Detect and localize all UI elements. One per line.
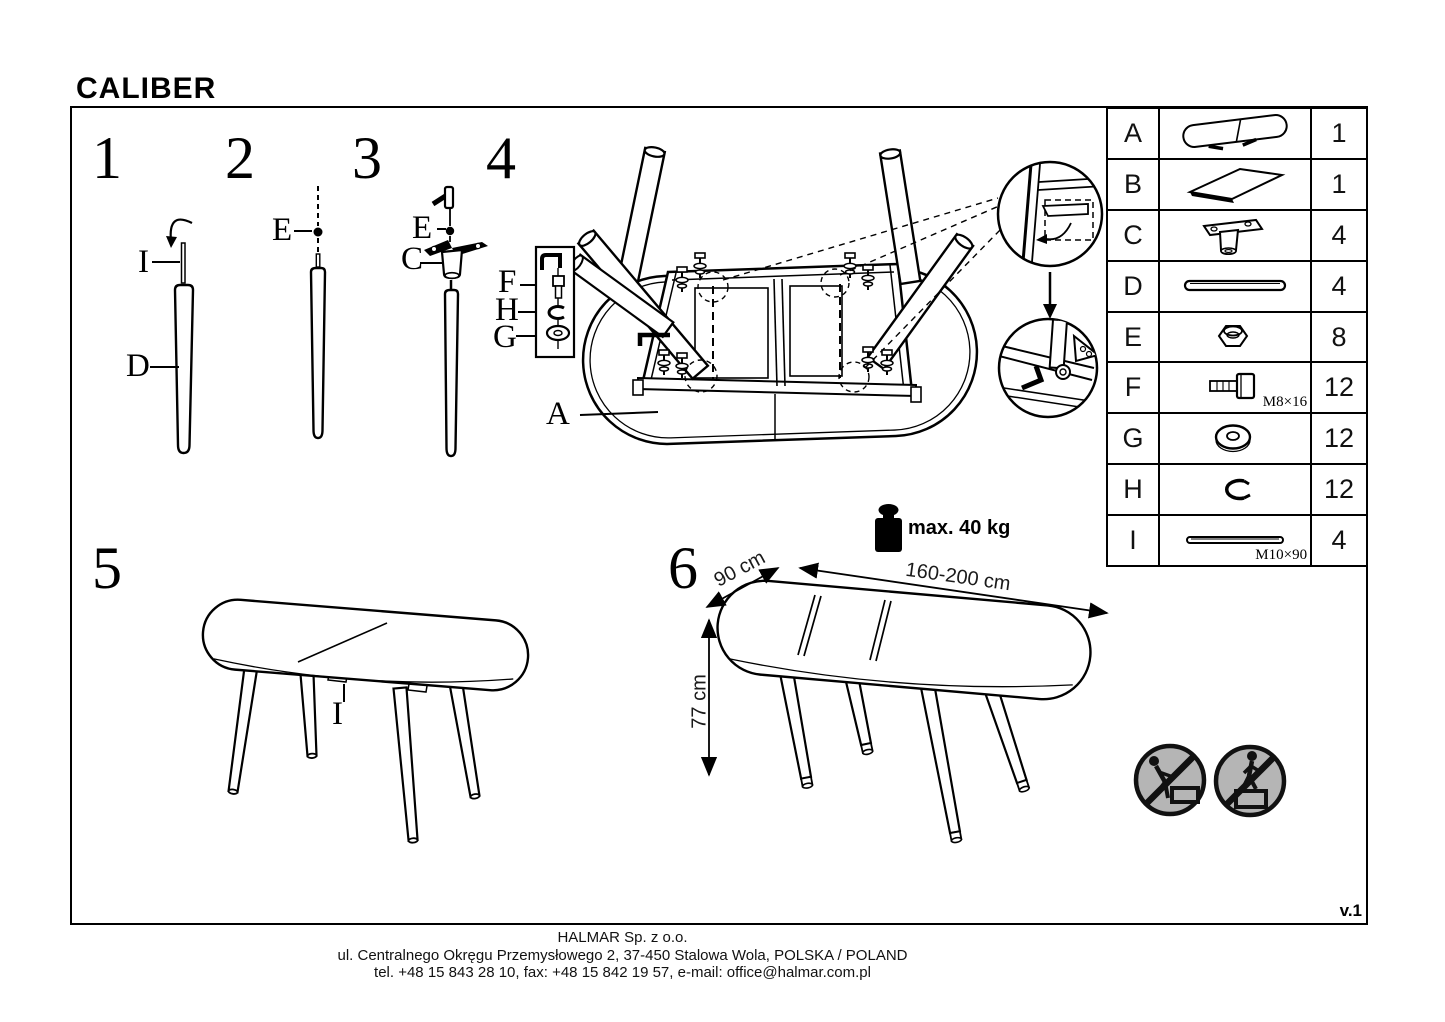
- part-id: G: [1108, 414, 1161, 464]
- part-row-i: I M10×90 4: [1108, 516, 1366, 566]
- callout-nut-label: E: [272, 212, 293, 248]
- step-3-diagram-bracket-on-leg: [420, 185, 488, 458]
- part-qty: 8: [1310, 312, 1366, 362]
- tabletop-icon: [1160, 109, 1310, 158]
- callout-washer-label: G: [493, 319, 517, 355]
- part-id: A: [1108, 109, 1161, 158]
- part-qty: 1: [1310, 159, 1366, 209]
- footer-contact: tel. +48 15 843 28 10, fax: +48 15 842 1…: [374, 964, 871, 981]
- step-1-number: 1: [92, 125, 122, 191]
- part-id: D: [1108, 261, 1161, 311]
- warning-icons: [1133, 743, 1287, 818]
- part-id: E: [1108, 312, 1161, 362]
- part-qty: 12: [1310, 363, 1366, 413]
- callout-leg-label: D: [126, 348, 150, 384]
- part-qty: 1: [1310, 109, 1366, 158]
- part-row-c: C 4: [1108, 210, 1366, 262]
- footer-address: ul. Centralnego Okręgu Przemysłowego 2, …: [337, 946, 908, 964]
- callout-bolt-label: F: [498, 264, 517, 300]
- part-qty: 4: [1310, 261, 1366, 311]
- part-qty: 4: [1310, 210, 1366, 260]
- step-6-number: 6: [668, 535, 698, 601]
- part-id: H: [1108, 465, 1161, 515]
- part-row-a: A 1: [1108, 109, 1366, 160]
- bolt-icon: M8×16: [1160, 363, 1310, 412]
- step-4-diagram-attach-legs: [516, 146, 1104, 446]
- step-2-number: 2: [225, 125, 255, 191]
- part-row-f: F M8×16 12: [1108, 363, 1366, 415]
- step-3-number: 3: [352, 125, 382, 191]
- threaded-rod-spec: M10×90: [1255, 547, 1308, 564]
- version-label: v.1: [1339, 901, 1362, 920]
- part-row-d: D 4: [1108, 261, 1366, 313]
- callout-tabletop-label: A: [546, 396, 570, 432]
- weight-icon: [875, 504, 902, 552]
- part-row-e: E 8: [1108, 312, 1366, 364]
- do-not-climb-icon: [1213, 744, 1287, 818]
- part-id: I: [1108, 516, 1161, 566]
- part-id: C: [1108, 210, 1161, 260]
- part-id: B: [1108, 159, 1161, 209]
- leg-icon: [1160, 262, 1310, 311]
- part-row-h: H 12: [1108, 465, 1366, 517]
- step-2-diagram-nut-on-rod: [294, 186, 327, 440]
- bolt-spec: M8×16: [1262, 394, 1308, 411]
- part-qty: 12: [1310, 414, 1366, 464]
- callout-nut-label: E: [412, 210, 433, 246]
- washer-icon: [1160, 414, 1310, 463]
- parts-list-table: A 1 B 1 C 4 D 4 E: [1106, 107, 1368, 567]
- spring-washer-icon: [1160, 465, 1310, 514]
- step-5-number: 5: [92, 535, 122, 601]
- part-row-b: B 1: [1108, 159, 1366, 211]
- callout-lockwasher-label: H: [495, 292, 519, 328]
- page-title: CALIBER: [76, 72, 217, 105]
- part-qty: 4: [1310, 516, 1366, 566]
- nut-icon: [1160, 313, 1310, 362]
- extension-leaf-icon: [1160, 160, 1310, 209]
- footer-company: HALMAR Sp. z o.o.: [557, 929, 688, 946]
- step-4-number: 4: [486, 125, 516, 191]
- do-not-push-icon: [1133, 743, 1207, 817]
- part-qty: 12: [1310, 465, 1366, 515]
- callout-bracket-label: C: [401, 241, 424, 277]
- leg-mount-bracket-icon: [1160, 211, 1310, 260]
- part-id: F: [1108, 363, 1161, 413]
- step-1-diagram-leg-with-rod: [150, 218, 195, 455]
- footer: HALMAR Sp. z o.o. ul. Centralnego Okręgu…: [0, 929, 1245, 982]
- dimension-height: 77 cm: [688, 674, 711, 729]
- part-row-g: G 12: [1108, 414, 1366, 466]
- max-load-label: max. 40 kg: [908, 517, 1011, 539]
- step-5-diagram-assembled-table: [201, 598, 530, 844]
- callout-rod-label: I: [138, 244, 149, 280]
- callout-mechanism-label: I: [332, 696, 343, 732]
- threaded-rod-icon: M10×90: [1160, 516, 1310, 565]
- step-6-diagram-dimensions: [700, 504, 1109, 844]
